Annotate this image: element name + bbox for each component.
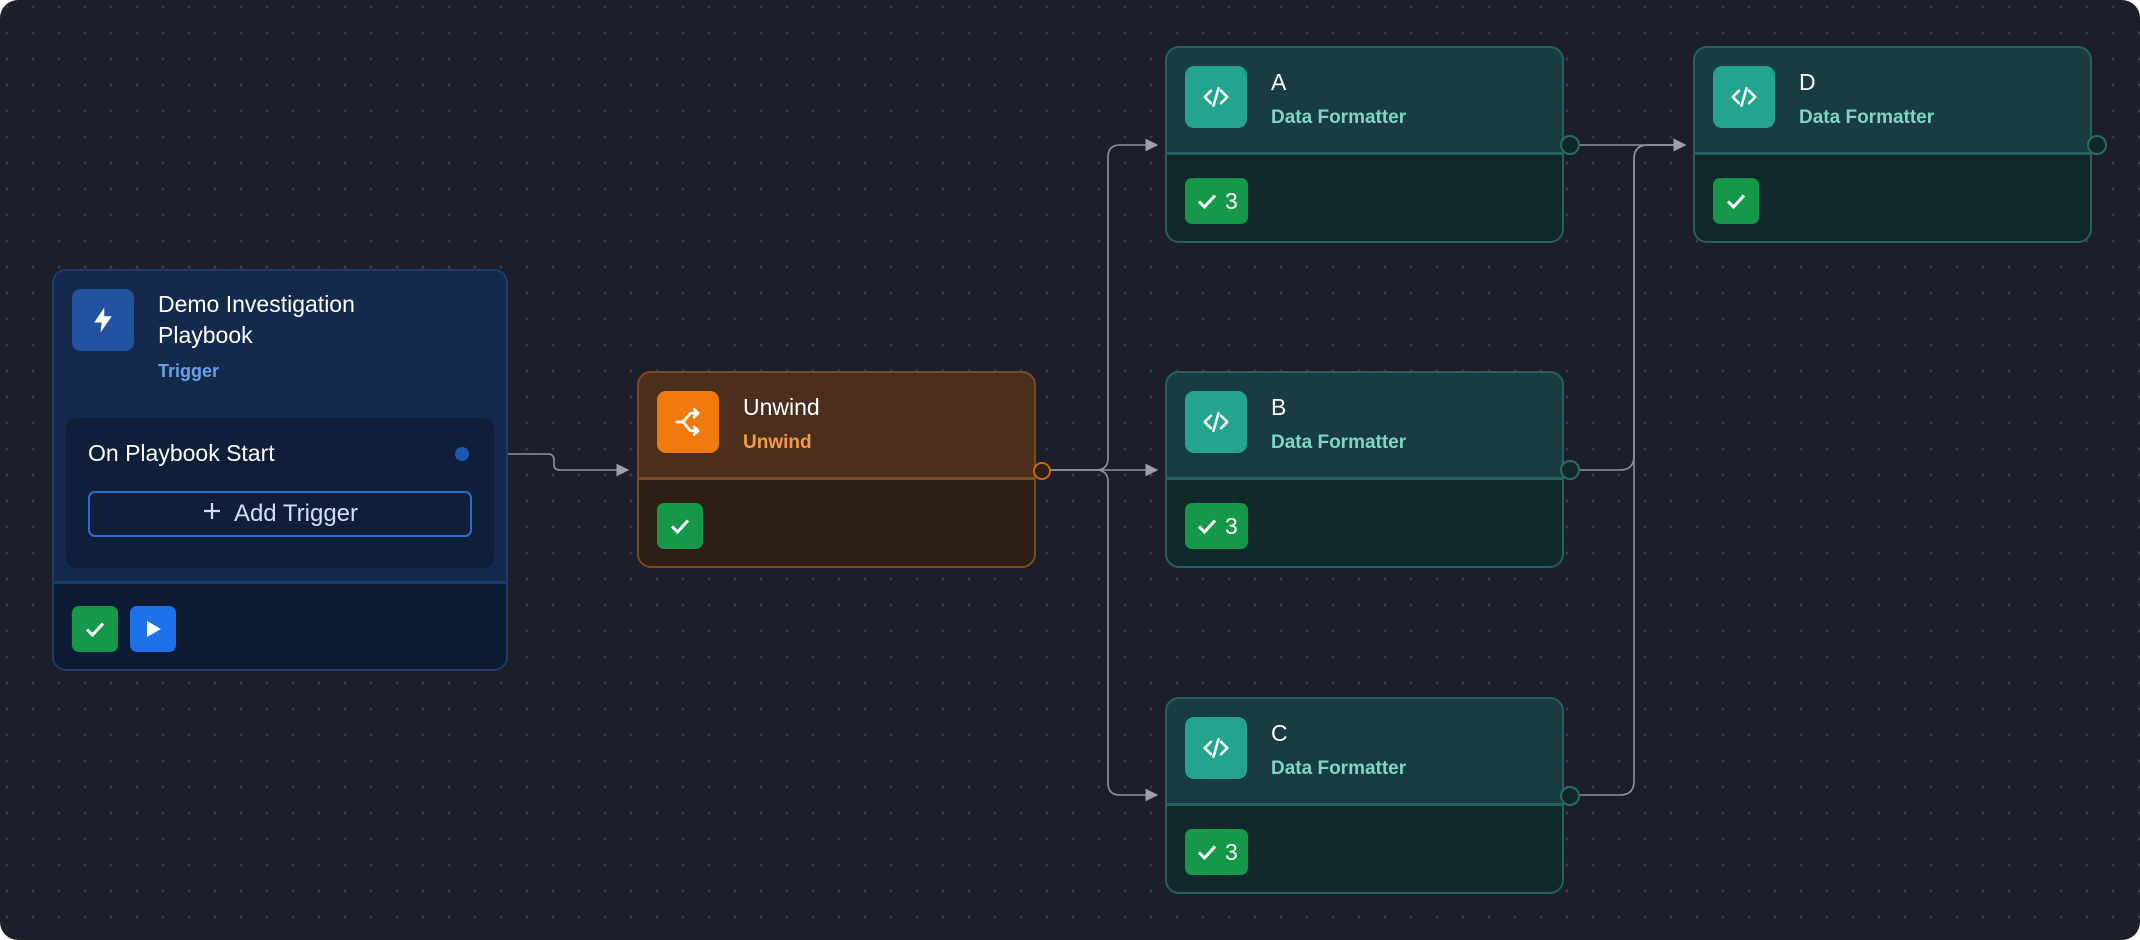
trigger-title: Demo Investigation Playbook (158, 291, 355, 348)
check-icon (1197, 194, 1217, 210)
unwind-node[interactable]: Unwind Unwind (637, 371, 1036, 568)
node-subtitle: Data Formatter (1271, 758, 1407, 779)
edge-b-d[interactable] (1576, 138, 1687, 471)
node-c-output-port[interactable] (1560, 786, 1580, 806)
code-icon (1713, 66, 1775, 128)
node-footer: 3 (1167, 803, 1562, 892)
edge-unwind-a[interactable] (1048, 138, 1159, 471)
trigger-subtitle: Trigger (158, 361, 220, 381)
code-icon (1185, 391, 1247, 453)
node-a-output-port[interactable] (1560, 135, 1580, 155)
edge-c-d[interactable] (1576, 138, 1687, 796)
status-badge: 3 (1185, 829, 1248, 875)
add-trigger-label: Add Trigger (233, 500, 359, 527)
formatter-node-d[interactable]: D Data Formatter (1693, 46, 2092, 243)
node-footer: 3 (1167, 152, 1562, 241)
unwind-output-port[interactable] (1033, 462, 1051, 480)
trigger-footer (54, 581, 506, 669)
play-icon (147, 621, 161, 637)
check-icon (1726, 194, 1746, 210)
edge-unwind-c[interactable] (1048, 469, 1159, 802)
code-icon (1185, 66, 1247, 128)
unwind-subtitle: Unwind (743, 432, 812, 453)
status-badge (657, 503, 703, 549)
formatter-node-b[interactable]: B Data Formatter 3 (1165, 371, 1564, 568)
add-trigger-button[interactable]: Add Trigger (88, 491, 472, 537)
unwind-title: Unwind (743, 394, 820, 420)
node-subtitle: Data Formatter (1271, 107, 1407, 128)
node-footer: 3 (1167, 477, 1562, 566)
formatter-node-c[interactable]: C Data Formatter 3 (1165, 697, 1564, 894)
check-icon (1197, 845, 1217, 861)
status-badge: 3 (1185, 178, 1248, 224)
status-badge: 3 (1185, 503, 1248, 549)
plus-icon (202, 500, 222, 528)
trigger-output-port[interactable] (455, 447, 469, 461)
code-icon (1185, 717, 1247, 779)
result-count: 3 (1225, 187, 1238, 214)
status-badge (72, 606, 118, 652)
run-button[interactable] (130, 606, 176, 652)
check-icon (85, 622, 105, 638)
node-footer (1695, 152, 2090, 241)
node-title: B (1271, 394, 1287, 420)
shuffle-icon (657, 391, 719, 453)
node-subtitle: Data Formatter (1271, 432, 1407, 453)
node-subtitle: Data Formatter (1799, 107, 1935, 128)
formatter-node-a[interactable]: A Data Formatter 3 (1165, 46, 1564, 243)
trigger-event-panel: On Playbook Start Add Trigger (66, 418, 494, 568)
result-count: 3 (1225, 512, 1238, 539)
trigger-node[interactable]: Demo Investigation Playbook Trigger On P… (52, 269, 508, 671)
edge-trigger-unwind[interactable] (470, 453, 630, 477)
node-b-output-port[interactable] (1560, 460, 1580, 480)
node-title: A (1271, 69, 1287, 95)
node-d-output-port[interactable] (2087, 135, 2107, 155)
bolt-icon (72, 289, 134, 351)
check-icon (1197, 519, 1217, 535)
node-title: D (1799, 69, 1816, 95)
check-icon (670, 519, 690, 535)
result-count: 3 (1225, 838, 1238, 865)
node-title: C (1271, 720, 1288, 746)
unwind-footer (639, 477, 1034, 566)
status-badge (1713, 178, 1759, 224)
trigger-event-label: On Playbook Start (88, 440, 275, 466)
